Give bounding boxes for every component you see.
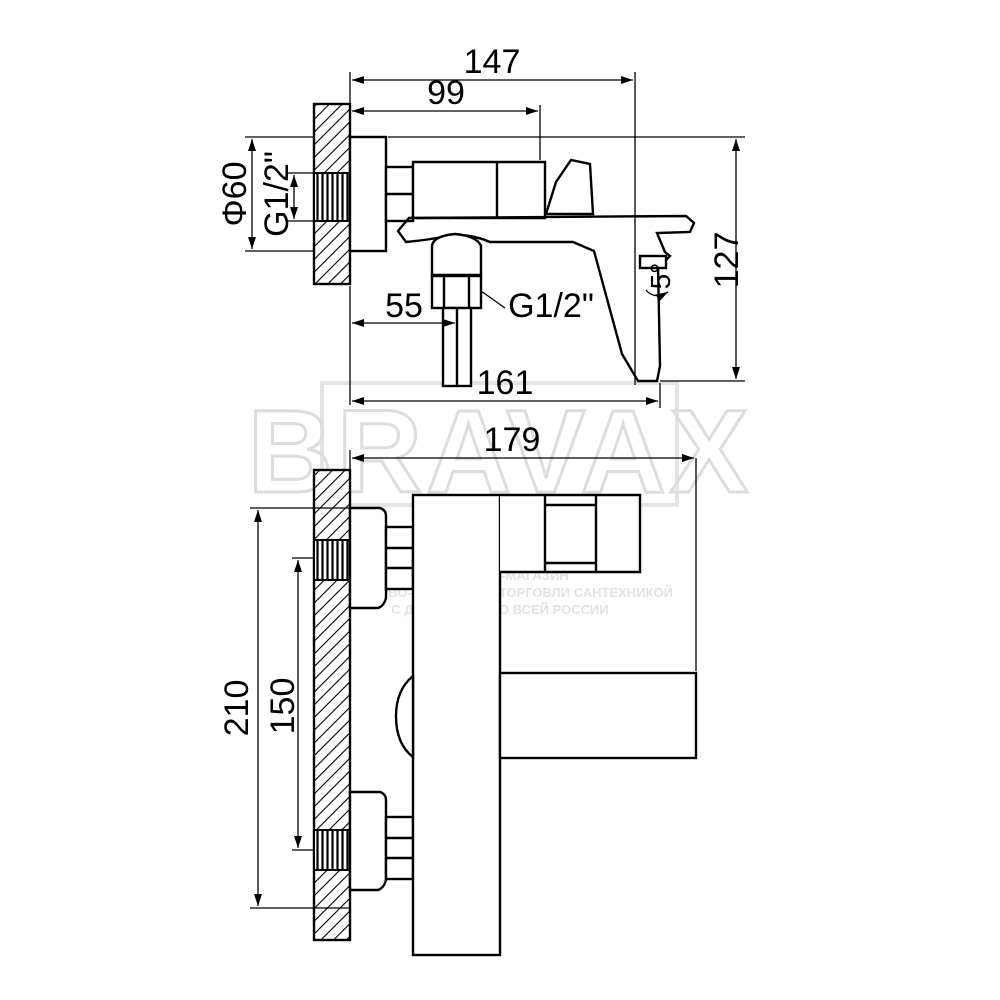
dim-angle-arc: [645, 289, 669, 302]
dim-161-label: 161: [477, 364, 534, 402]
dim-150-label: 150: [264, 678, 302, 735]
dim-179-label: 179: [484, 421, 541, 459]
side-escutcheon: [348, 135, 388, 253]
side-spout: [396, 214, 696, 383]
top-body: [411, 493, 502, 957]
top-wall-thread-lower: [313, 829, 351, 871]
top-view: 179 210 150: [218, 421, 698, 957]
side-aerator: [638, 254, 668, 270]
dim-g12-wall-label: G1/2": [258, 151, 296, 237]
dim-147-label: 147: [464, 43, 521, 81]
top-eccentric-upper: [348, 506, 388, 610]
top-wall-thread-upper: [313, 539, 351, 581]
side-outlet-nut: [430, 274, 483, 310]
dim-g12-outlet-label: G1/2": [508, 287, 594, 325]
dim-210-label: 210: [218, 680, 256, 737]
dim-127-label: 127: [708, 232, 746, 289]
side-handle: [544, 158, 595, 216]
top-nut-upper: [384, 525, 415, 591]
dim-angle-label: 5°: [645, 263, 676, 290]
side-body: [411, 160, 547, 220]
side-view: 147 99 127 Φ60 G1/2" 55 G1/2" 161 5: [216, 43, 746, 408]
top-handle: [500, 493, 642, 574]
top-nut-lower: [384, 815, 415, 881]
top-spout: [498, 671, 698, 760]
side-wall-thread: [313, 172, 351, 222]
dim-99-label: 99: [427, 74, 465, 112]
dim-g12-outlet-leader: [480, 290, 506, 309]
dim-d60-label: Φ60: [216, 162, 254, 227]
side-outlet-body: [430, 232, 483, 277]
top-diverter-knob: [394, 673, 415, 760]
top-eccentric-lower: [348, 790, 388, 892]
dim-55-label: 55: [385, 287, 423, 325]
